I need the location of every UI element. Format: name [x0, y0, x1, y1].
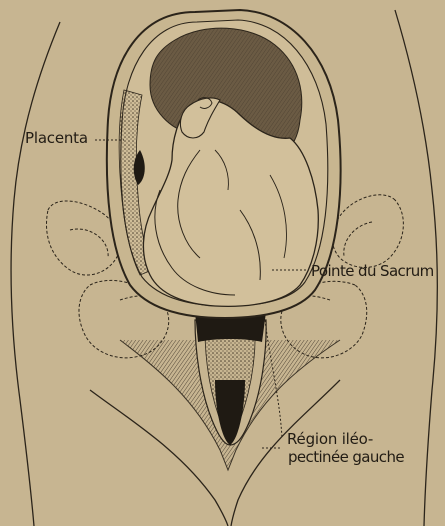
label-pointe-du-sacrum: Pointe du Sacrum	[311, 263, 434, 279]
label-placenta: Placenta	[25, 130, 88, 146]
label-region-ileo-pectinee-line2: pectinée gauche	[288, 449, 404, 465]
label-region-ileo-pectinee-line1: Région iléo-	[287, 431, 373, 447]
